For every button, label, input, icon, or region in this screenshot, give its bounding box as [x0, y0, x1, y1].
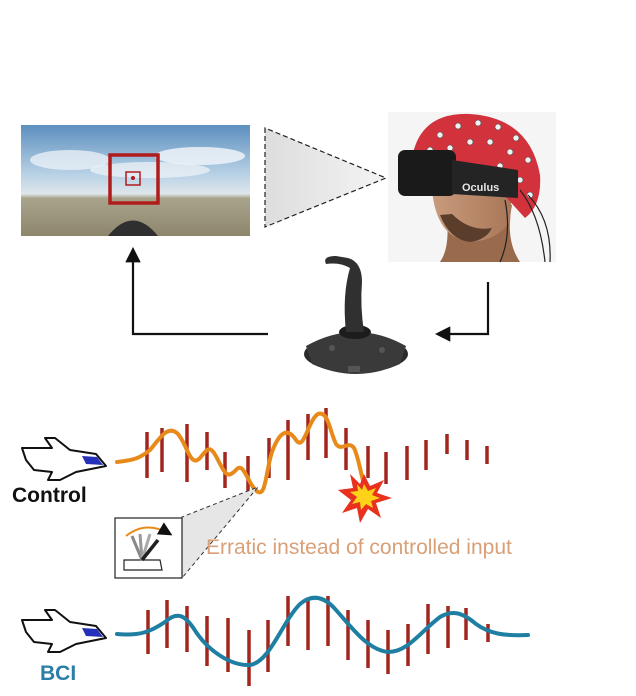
headset-brand: Oculus — [462, 182, 499, 194]
erratic-zoom-cone — [181, 486, 259, 580]
arrow-joystick-to-screen — [125, 246, 268, 336]
aircraft-nose — [108, 220, 158, 236]
bci-tick-marks — [146, 596, 490, 686]
airplane-icon — [21, 437, 107, 481]
target-box — [108, 153, 160, 205]
explosion-icon — [338, 474, 392, 523]
target-inner-box — [125, 171, 141, 186]
vr-headset-icon — [398, 150, 456, 196]
flight-simulator-view — [21, 125, 250, 236]
control-label: Control — [12, 484, 87, 507]
bci-airplane — [21, 609, 107, 653]
flight-stick-sketch-icon — [114, 517, 183, 579]
vr-eeg-participant: Oculus — [388, 112, 556, 263]
control-tick-marks — [145, 408, 489, 494]
control-trace — [115, 411, 366, 495]
bci-label: BCI — [40, 662, 77, 685]
erratic-caption: Erratic instead of controlled input — [206, 536, 512, 559]
joystick-icon — [304, 256, 408, 374]
airplane-icon — [21, 609, 107, 653]
arrow-headset-to-joystick — [434, 282, 490, 342]
view-cone — [264, 127, 388, 228]
control-airplane — [21, 437, 107, 481]
bci-trace — [115, 595, 530, 668]
